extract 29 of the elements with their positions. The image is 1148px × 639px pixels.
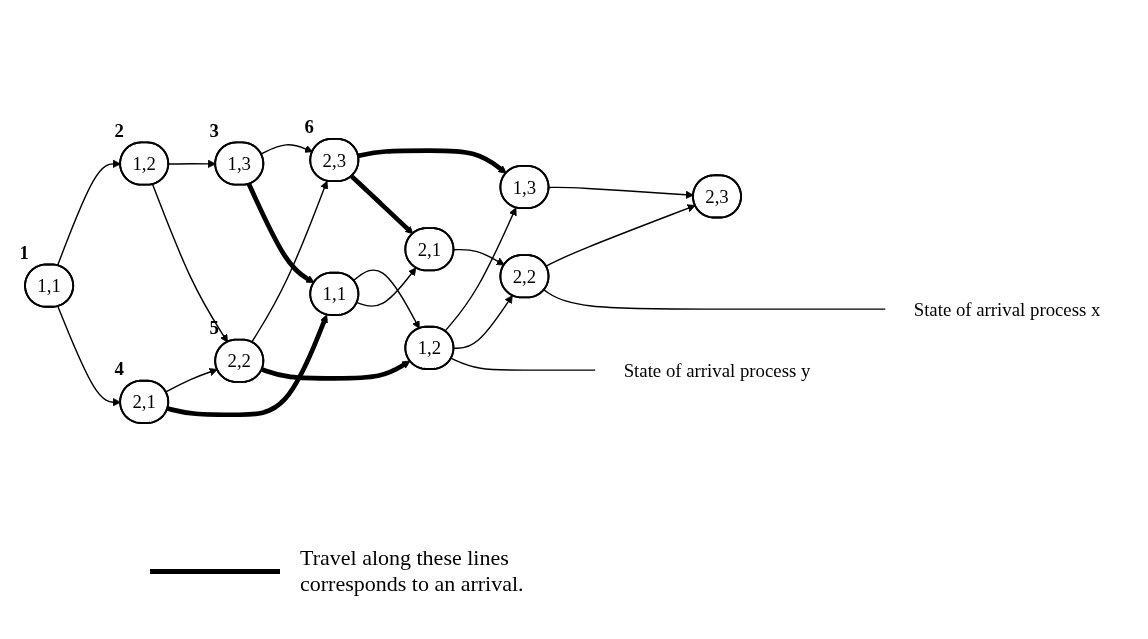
arrow <box>151 184 229 343</box>
arrow <box>357 148 507 174</box>
arrow <box>350 174 414 235</box>
arrow <box>453 249 505 266</box>
legend-text: Travel along these lines corresponds to an arrival. <box>300 545 525 597</box>
arrow <box>548 186 694 200</box>
connector <box>543 289 887 311</box>
arrow <box>261 360 411 382</box>
arrow <box>246 183 315 284</box>
arrow <box>57 306 121 407</box>
arrow <box>260 144 313 155</box>
arrow <box>444 207 517 333</box>
node-text: State of arrival process y <box>623 360 811 381</box>
arrow <box>165 368 218 393</box>
state-number: 3 <box>209 120 219 142</box>
connector <box>450 358 597 372</box>
arrow <box>56 160 121 267</box>
state-number: 2 <box>114 120 124 142</box>
arrow <box>167 314 328 418</box>
state-number: 6 <box>304 116 314 138</box>
arrow <box>356 267 417 308</box>
state-number: 1 <box>19 242 29 264</box>
node-text: State of arrival process x <box>913 299 1101 320</box>
arrow <box>352 269 420 330</box>
arrow <box>453 295 513 350</box>
arrow <box>545 204 696 268</box>
arrow <box>251 181 329 344</box>
state-number: 5 <box>209 317 219 339</box>
state-number: 4 <box>114 358 124 380</box>
